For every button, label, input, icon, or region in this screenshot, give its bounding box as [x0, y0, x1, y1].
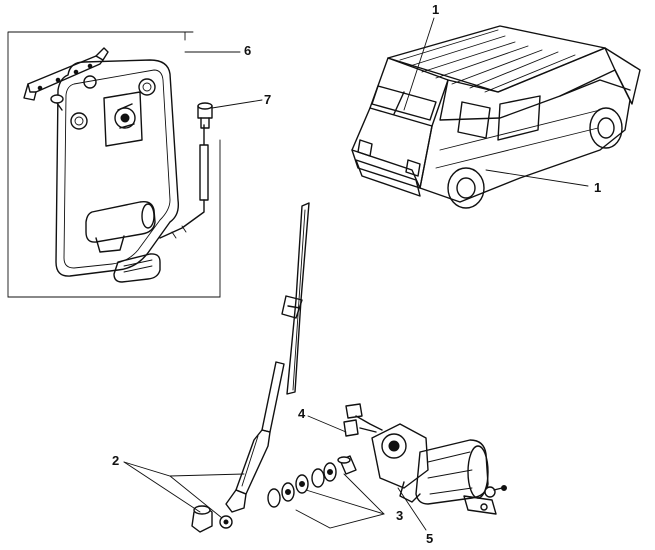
callout-3: 3 [396, 508, 403, 523]
motor-bolt-icon [484, 485, 507, 498]
wiper-blade-icon [281, 202, 310, 395]
washer-nozzle-icon [197, 102, 213, 129]
pivot-bushings-icon [267, 455, 357, 508]
washer-inset-panel [7, 31, 241, 298]
arm-cap-icon [191, 505, 213, 533]
callout-2: 2 [112, 453, 119, 468]
wiper-motor-icon [343, 403, 497, 515]
screw-icon [50, 94, 64, 111]
arm-nut-icon [219, 515, 233, 529]
leader-1a [403, 17, 435, 111]
leader-lines [123, 415, 427, 531]
wiper-arm-icon [225, 361, 285, 513]
callout-1-side: 1 [594, 180, 601, 195]
mounting-bracket-icon [23, 47, 109, 101]
callout-4: 4 [298, 406, 306, 421]
callout-7: 7 [264, 92, 271, 107]
callout-5: 5 [426, 531, 433, 546]
tailgate-inner-panel [55, 59, 180, 277]
leader-1b [485, 169, 589, 187]
callout-1-top: 1 [432, 2, 439, 17]
washer-hose [199, 124, 209, 201]
suv-vehicle-icon [351, 25, 641, 209]
callout-6: 6 [244, 43, 251, 58]
washer-pump-icon [85, 200, 161, 283]
leader-7 [211, 99, 263, 109]
